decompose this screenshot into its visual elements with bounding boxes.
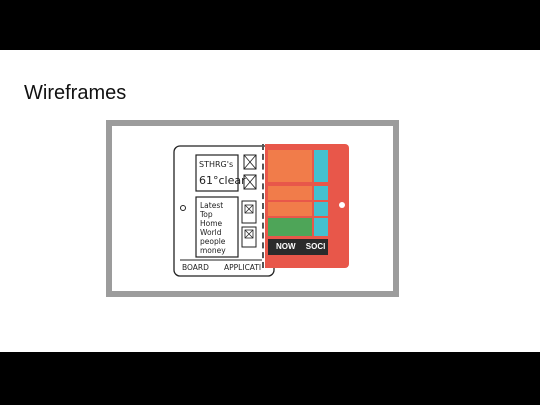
sketch-content-box [241, 226, 257, 248]
sketch-home-button [180, 205, 186, 211]
mockup-side-box [314, 202, 328, 216]
sketch-nav-item: money [200, 246, 226, 255]
sketch-nav-item: Home [200, 219, 223, 228]
sketch-footer-right: APPLICATI [224, 263, 261, 272]
sketch-nav-item: Top [199, 210, 213, 219]
mockup-nav-now: NOW [276, 242, 296, 251]
sketch-image-placeholder [243, 174, 257, 190]
sketch-nav-list [195, 196, 239, 258]
mockup-home-button [339, 202, 345, 208]
slide-title: Wireframes [24, 82, 127, 104]
sketch-nav-item: people [200, 237, 226, 246]
sketch-weather-city: STHRG's [199, 160, 233, 169]
sketch-nav-item: World [200, 228, 222, 237]
sketch-footer-left: BOARD [182, 263, 209, 272]
mockup-side-box [314, 150, 328, 182]
split-divider [262, 144, 266, 268]
wireframe-image-frame: STHRG's 61°clear Latest Top Home World p… [106, 120, 399, 297]
wireframe-image: STHRG's 61°clear Latest Top Home World p… [112, 126, 393, 291]
colored-mockup: NOW SOCI [262, 144, 350, 268]
mockup-story-box [268, 186, 312, 200]
mockup-side-box [314, 218, 328, 236]
sketch-image-placeholder [243, 154, 257, 170]
mockup-tablet: NOW SOCI [265, 144, 349, 268]
sketch-weather-box [195, 154, 239, 192]
mockup-story-box [268, 202, 312, 216]
slide: Wireframes STHRG's 61°clear Lates [0, 50, 540, 352]
sketch-weather-temp: 61°clear [199, 174, 246, 187]
mockup-story-box [268, 150, 312, 182]
sketch-nav-item: Latest [200, 201, 223, 210]
mockup-nav-bar: NOW SOCI [268, 239, 328, 255]
mockup-nav-social: SOCI [305, 242, 326, 251]
mockup-side-box [314, 186, 328, 200]
mockup-image-strip [268, 218, 312, 236]
sketch-content-box [241, 200, 257, 224]
hand-drawn-tablet-sketch: STHRG's 61°clear Latest Top Home World p… [173, 145, 275, 277]
